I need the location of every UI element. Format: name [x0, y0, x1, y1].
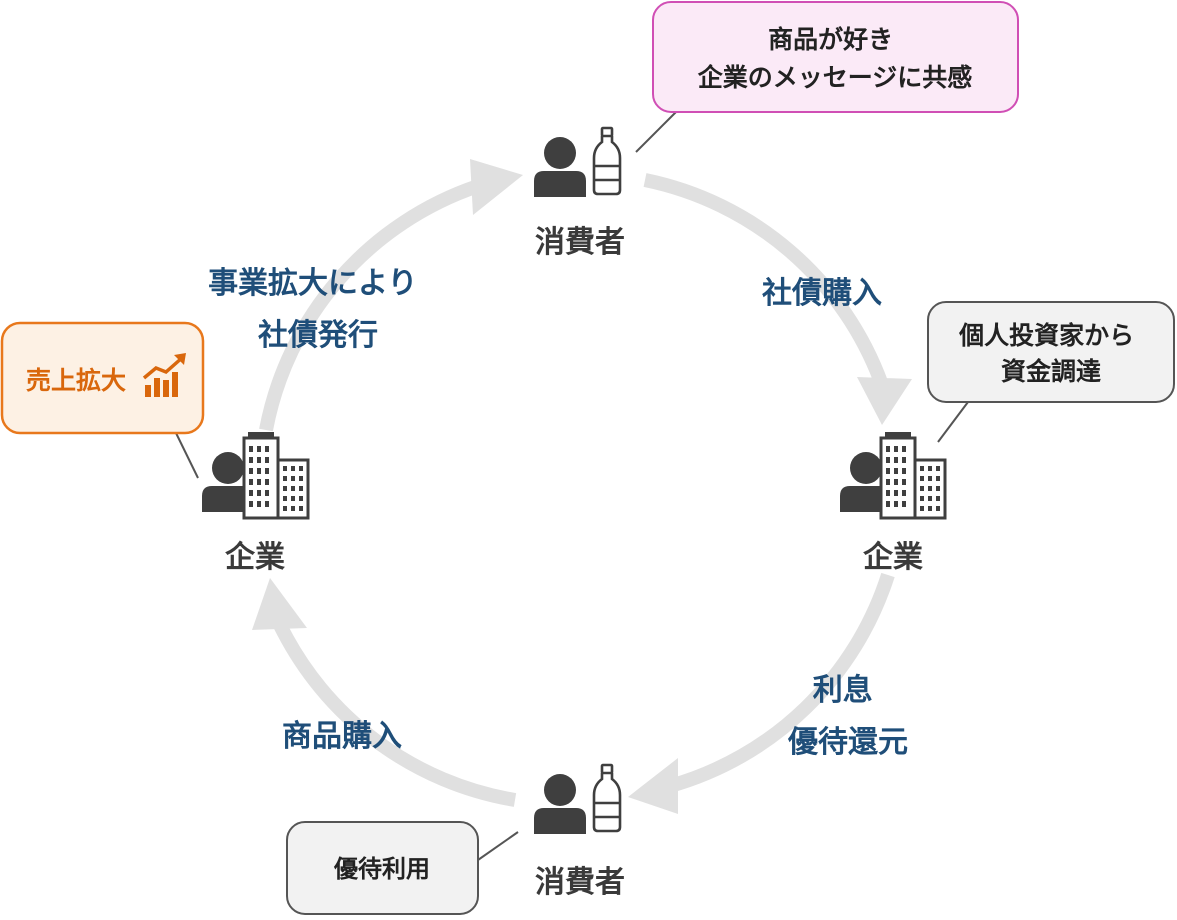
arrow-label-line: 社債発行 — [258, 318, 378, 353]
bottle-icon — [592, 126, 622, 196]
node-label: 消費者 — [535, 225, 625, 260]
callout-connector — [175, 432, 199, 479]
callout-connector — [477, 831, 519, 861]
callout-connector — [635, 111, 677, 153]
node-label: 消費者 — [535, 865, 625, 900]
growth-chart-icon — [142, 353, 186, 397]
callout-text: 商品が好き 企業のメッセージに共感 — [698, 25, 973, 92]
node-consumer-top: 消費者 — [534, 126, 625, 260]
callout-connector — [937, 401, 969, 443]
person-icon — [534, 137, 586, 197]
arrow-label-left-top: 事業拡大により 社債発行 — [208, 266, 428, 353]
arrow-label-line: 利息 — [813, 673, 873, 708]
callout-text: 売上拡大 — [26, 366, 126, 395]
arrow-label-top-right: 社債購入 — [762, 276, 882, 311]
buildings-icon — [879, 430, 947, 520]
arrow-right-to-bottom — [628, 572, 895, 814]
callout-left: 売上拡大 — [0, 321, 205, 479]
node-consumer-bottom: 消費者 — [534, 763, 625, 900]
callout-text: 優待利用 — [333, 855, 430, 883]
arrow-top-to-right — [643, 173, 912, 425]
buildings-icon — [242, 430, 310, 520]
callout-top: 商品が好き 企業のメッセージに共感 — [635, 1, 1019, 153]
arrow-label-line: 社債購入 — [762, 276, 882, 311]
callout-box — [652, 1, 1019, 113]
callout-box — [927, 301, 1175, 403]
callout-line: 企業のメッセージに共感 — [698, 63, 973, 92]
arrow-label-line: 商品購入 — [282, 719, 402, 754]
arrow-label-bottom-left: 商品購入 — [282, 719, 402, 754]
callout-bottom: 優待利用 — [286, 821, 519, 915]
node-label: 企業 — [225, 540, 285, 575]
node-label: 企業 — [863, 540, 923, 575]
callout-line: 商品が好き — [768, 25, 893, 54]
callout-box — [0, 321, 205, 435]
callout-line: 売上拡大 — [26, 366, 126, 395]
arrow-left-to-top — [259, 159, 523, 432]
arrow-bottom-to-left — [252, 578, 517, 807]
node-company-right: 企業 — [840, 430, 947, 575]
callout-text: 個人投資家から 資金調達 — [958, 321, 1143, 386]
person-icon — [534, 774, 586, 834]
arrow-label-line: 事業拡大により — [208, 266, 417, 301]
callout-right: 個人投資家から 資金調達 — [927, 301, 1175, 443]
arrow-label-line: 優待還元 — [787, 725, 908, 760]
callout-line: 個人投資家から — [958, 321, 1134, 350]
callout-line: 資金調達 — [1001, 357, 1101, 386]
arrow-label-right-bottom: 利息 優待還元 — [787, 673, 908, 760]
callout-line: 優待利用 — [333, 855, 430, 883]
callout-box — [286, 821, 479, 915]
node-company-left: 企業 — [202, 430, 310, 575]
bottle-icon — [592, 763, 622, 833]
